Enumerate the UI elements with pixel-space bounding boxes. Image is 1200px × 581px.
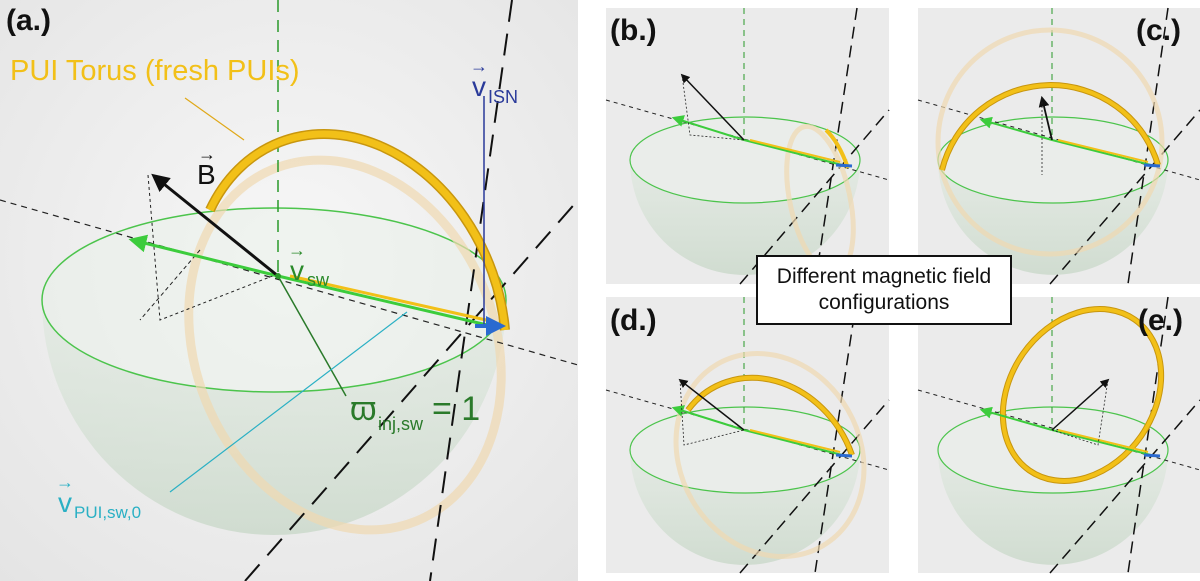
d-projection (679, 379, 745, 446)
panel-d-label: (d.) (610, 304, 657, 337)
horizontal-axis (0, 199, 579, 366)
b-projection (139, 249, 201, 321)
hemisphere-rim (41, 207, 507, 393)
panel-c-label: (c.) (1136, 14, 1181, 47)
torus-pointer (184, 97, 245, 141)
torus-label: PUI Torus (fresh PUIs) (10, 55, 300, 87)
panel-b: (b.) (605, 7, 890, 285)
e-torus (1000, 307, 1164, 483)
b-field-label: B (197, 159, 216, 190)
c-vsw (1051, 139, 1156, 167)
c-bowl (938, 160, 1168, 275)
b-field-arrow (151, 173, 279, 278)
caption-line-2: configurations (818, 291, 950, 314)
visn-subscript: ISN (488, 87, 518, 107)
d-torus-back (673, 351, 867, 559)
c-isn-arrow (1143, 163, 1161, 168)
vsw-arrow-glyph: → (288, 240, 306, 260)
c-torus-back (935, 27, 1165, 257)
c-b-field (1038, 95, 1053, 141)
d-diagonal-axis (739, 399, 890, 574)
panel-c: (c.) (917, 7, 1200, 285)
panel-e-label: (e.) (1138, 304, 1183, 337)
e-isn-arrow (1143, 453, 1161, 458)
b-b-field (680, 73, 745, 141)
origin-point (275, 273, 281, 279)
panel-d: (d.) (605, 296, 890, 574)
caption-box: Different magnetic field configurations (756, 255, 1012, 325)
e-vsw (1051, 429, 1156, 457)
omega-subscript: inj,sw (378, 414, 424, 434)
omega-symbol: ϖ (350, 390, 377, 428)
vsw-label: v (290, 255, 304, 286)
caption-line-1: Different magnetic field (776, 265, 992, 288)
b-torus (824, 128, 850, 169)
b-field-arrow-glyph: → (198, 144, 216, 164)
vsw-back-arrow (128, 234, 279, 278)
b-vsw-back (671, 115, 745, 141)
d-isn-axis (814, 296, 858, 574)
omega-value: = 1 (432, 390, 480, 428)
vsw-arrow (277, 274, 501, 330)
d-vsw-back (671, 405, 745, 431)
b-pui-line (749, 139, 841, 163)
d-pui-line (749, 429, 841, 453)
e-bowl (938, 450, 1168, 565)
e-b-field (1051, 378, 1110, 431)
vpui-subscript: PUI,sw,0 (74, 503, 141, 522)
isn-axis (429, 0, 513, 581)
e-vsw-back (979, 406, 1053, 431)
omega-pointer (277, 275, 347, 397)
c-diagonal-axis (1049, 109, 1200, 285)
pui-velocity-line (289, 274, 496, 324)
panel-b-label: (b.) (610, 14, 657, 47)
d-bowl (630, 450, 860, 565)
c-pui-line (1057, 139, 1149, 163)
d-isn-arrow (835, 453, 853, 458)
e-diagonal-axis (1049, 399, 1200, 574)
b-vsw (743, 139, 847, 167)
diagonal-axis (244, 199, 579, 581)
pui-torus (206, 130, 509, 331)
e-isn-axis (1127, 296, 1169, 574)
b-projection-lines (147, 174, 276, 321)
d-b-field (678, 378, 745, 431)
hemisphere-bowl (42, 300, 506, 535)
b-projection (681, 74, 745, 141)
panel-a-label: (a.) (6, 4, 51, 37)
d-torus (686, 375, 854, 456)
c-torus (940, 83, 1160, 171)
d-vsw (743, 429, 847, 457)
visn-label: v (472, 71, 486, 102)
vsw-subscript: sw (307, 270, 330, 290)
visn-arrow-glyph: → (470, 56, 488, 76)
vpui-label: v (58, 487, 72, 518)
e-pui-line (1057, 429, 1149, 453)
e-rim (937, 406, 1169, 494)
vpui-arrow-glyph: → (56, 472, 74, 492)
vpui-pointer (169, 311, 408, 493)
c-vsw-back (979, 116, 1053, 141)
b-rim (629, 116, 861, 204)
panel-a: (a.) PUI Torus (fresh PUIs) B → v → sw v… (0, 0, 579, 581)
panel-e: (e.) (917, 296, 1200, 574)
b-isn-arrow (835, 163, 853, 168)
e-projection (1051, 379, 1109, 446)
